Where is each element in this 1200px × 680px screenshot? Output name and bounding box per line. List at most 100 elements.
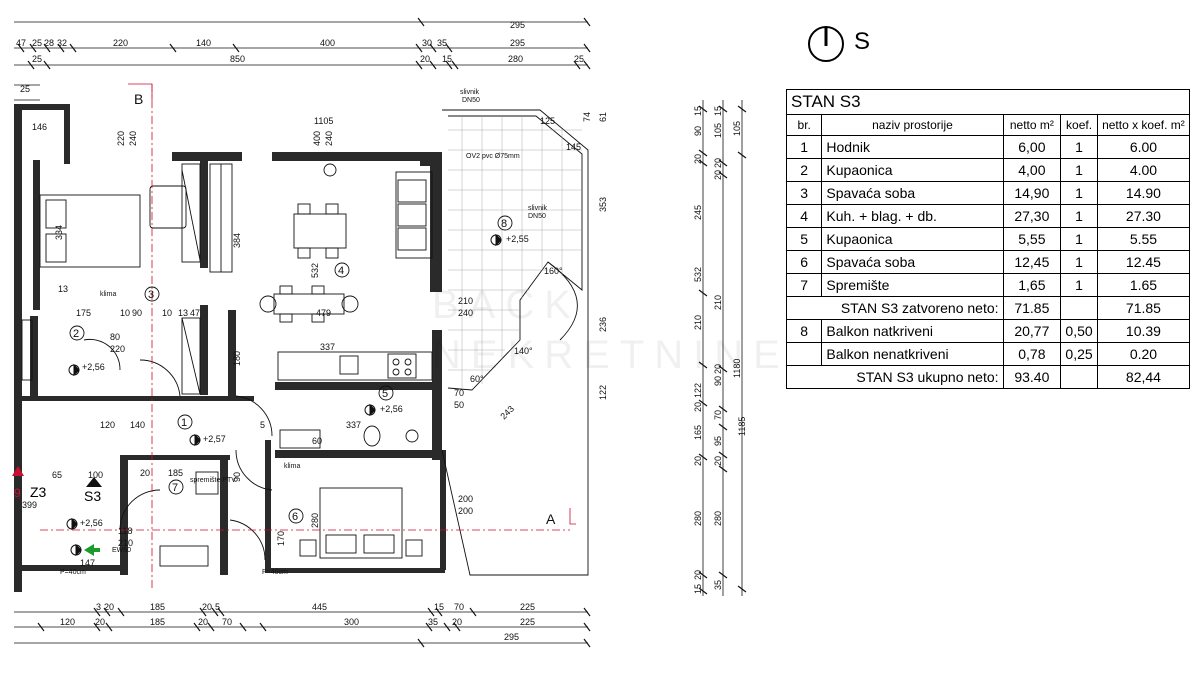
dim-text: 20	[713, 158, 723, 168]
cell-name: Kupaonica	[821, 158, 1004, 182]
cell-nxk: 5.55	[1096, 227, 1191, 251]
dim-text: 13	[178, 308, 188, 318]
cell-br: 8	[785, 319, 823, 343]
dim-text: 334	[54, 225, 64, 240]
cell-nxk: 10.39	[1096, 319, 1191, 343]
level-text: +2,57	[203, 434, 226, 444]
dim-text: 479	[316, 308, 331, 318]
cell-koef: 1	[1060, 204, 1098, 228]
dim-text: 105	[713, 123, 723, 138]
dim-text: 25	[574, 54, 584, 64]
dim-text: 10	[162, 308, 172, 318]
right-dimension-lines	[698, 100, 747, 596]
cell-nxk: 27.30	[1096, 204, 1191, 228]
label-text: klima	[100, 291, 116, 298]
dim-text: 353	[598, 197, 608, 212]
dim-text: 35	[713, 580, 723, 590]
table-header-row: br. naziv prostorije netto m² koef. nett…	[785, 114, 1191, 136]
cell-koef: 1	[1060, 273, 1098, 297]
watermark: BACK NEKRETNINE	[432, 280, 790, 380]
table-row: 8 Balkon natkriveni 20,77 0,50 10.39	[785, 319, 1191, 343]
right-dimension-texts: 15 90 20 245 532 210 122 20 165 20 280 2…	[693, 106, 747, 594]
table-title-row: STAN S3	[786, 89, 1190, 115]
dim-text: 20	[713, 456, 723, 466]
dim-text: 28	[44, 38, 54, 48]
room-marker-2: 2	[73, 328, 79, 340]
dim-text: 240	[128, 131, 138, 146]
room-marker-3: 3	[148, 289, 154, 301]
dim-text: 146	[32, 122, 47, 132]
dim-text: 295	[510, 38, 525, 48]
room-marker-1: 1	[181, 417, 187, 429]
header-koef: koef.	[1060, 114, 1098, 136]
cell-name: Kuh. + blag. + db.	[821, 204, 1004, 228]
room-marker-4: 4	[338, 265, 344, 277]
cell-name: Hodnik	[821, 135, 1004, 159]
dim-text: 200	[458, 494, 473, 504]
dim-text: 5	[215, 602, 220, 612]
dim-text: 399	[22, 500, 37, 510]
label-text: DN50	[462, 97, 480, 104]
dim-text: 240	[324, 131, 334, 146]
cell-total-label: STAN S3 ukupno neto:	[786, 365, 1004, 389]
label-s3: S3	[84, 488, 101, 504]
cell-net: 6,00	[1002, 135, 1062, 159]
room-marker-5: 5	[382, 388, 388, 400]
dim-text: 245	[693, 205, 703, 220]
dim-text: 125	[540, 116, 555, 126]
dim-text: 90	[232, 472, 242, 482]
dim-text: 25	[32, 38, 42, 48]
table-row: 4 Kuh. + blag. + db. 27,30 1 27.30	[785, 204, 1191, 228]
room-area-table: STAN S3 br. naziv prostorije netto m² ko…	[785, 89, 1191, 389]
dim-text: 120	[100, 420, 115, 430]
table-row: 6 Spavaća soba 12,45 1 12.45	[785, 250, 1191, 274]
dim-text: 400	[320, 38, 335, 48]
cell-total-net: 71.85	[1002, 296, 1062, 320]
dim-text: 243	[498, 404, 516, 422]
dim-text: 90	[693, 126, 703, 136]
cell-total-net: 93.40	[1002, 365, 1062, 389]
cell-net: 20,77	[1002, 319, 1062, 343]
label-nine: 9	[14, 486, 21, 500]
cell-net: 14,90	[1002, 181, 1062, 205]
plan-texts: B A 1 2 3 4 5 6 7 8 +2,55 +2,56 +2,56 +2…	[14, 84, 608, 576]
dim-text: 65	[52, 470, 62, 480]
table-row: Balkon nenatkriveni 0,78 0,25 0.20	[785, 342, 1191, 366]
cell-name: Spremište	[821, 273, 1004, 297]
dim-text: 1105	[314, 116, 333, 126]
cell-net: 4,00	[1002, 158, 1062, 182]
dim-text: 122	[693, 383, 703, 398]
label-text: DN50	[528, 213, 546, 220]
cell-br: 3	[785, 181, 823, 205]
dim-text: 60°	[470, 374, 484, 384]
cell-name: Spavaća soba	[821, 250, 1004, 274]
cell-nxk: 14.90	[1096, 181, 1191, 205]
dim-text: 20	[202, 602, 212, 612]
top-dimension-texts: 295 47 25 28 32 220 140 400 30 35 295 25…	[16, 20, 584, 642]
dim-text: 70	[454, 388, 464, 398]
dim-text: 80	[110, 332, 120, 342]
dim-text: 15	[693, 106, 703, 116]
cell-total-nxk: 71.85	[1096, 296, 1191, 320]
cell-koef: 1	[1060, 158, 1098, 182]
header-br: br.	[785, 114, 823, 136]
label-text: OV2 pvc Ø75mm	[466, 153, 520, 160]
dim-text: 120	[60, 617, 75, 627]
label-z3: Z3	[30, 484, 47, 500]
cell-net: 5,55	[1002, 227, 1062, 251]
label-text: slivnik	[460, 89, 480, 96]
table-row: 7 Spremište 1,65 1 1.65	[785, 273, 1191, 297]
level-text: +2,56	[82, 362, 105, 372]
dim-text: 20	[693, 570, 703, 580]
dim-text: 60	[312, 436, 322, 446]
watermark-line-2: NEKRETNINE	[432, 333, 790, 377]
dim-text: 220	[110, 344, 125, 354]
dim-text: 532	[693, 267, 703, 282]
axis-lines	[40, 83, 576, 590]
dim-text: 32	[57, 38, 67, 48]
table-row: 3 Spavaća soba 14,90 1 14.90	[785, 181, 1191, 205]
watermark-line-1: BACK	[432, 283, 581, 327]
dim-text: 3	[96, 602, 101, 612]
dim-text: 25	[20, 84, 30, 94]
